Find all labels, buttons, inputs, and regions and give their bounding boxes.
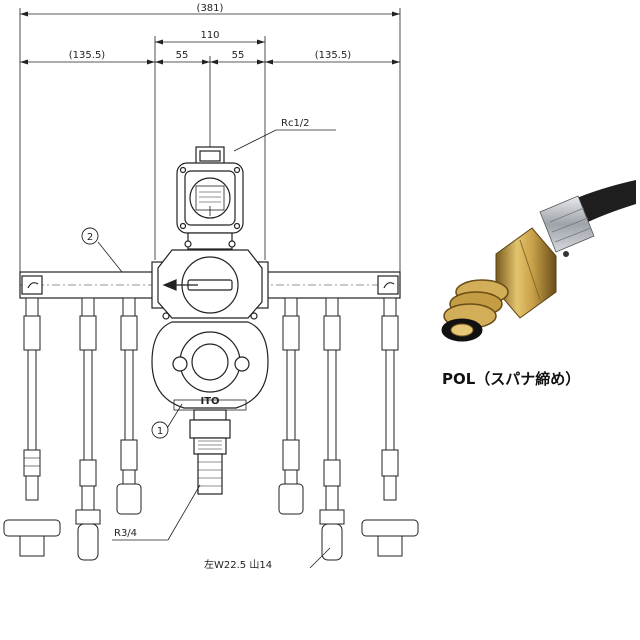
pol-fitting-photo <box>441 180 636 342</box>
dim-left-side: (135.5) <box>69 50 106 61</box>
dim-overall: (381) <box>197 3 224 14</box>
outlet-thread-label: 左W22.5 山14 <box>204 558 272 571</box>
dim-half-left: 55 <box>176 50 189 61</box>
dimension-arrows <box>20 11 400 65</box>
bottom-port-label: R3/4 <box>114 528 137 539</box>
dim-center: 110 <box>200 30 219 41</box>
pol-caption: POL（スパナ締め） <box>442 370 580 388</box>
regulator-body <box>151 146 269 495</box>
dim-half-right: 55 <box>232 50 245 61</box>
leader-lines <box>97 129 336 569</box>
callout-1-circle <box>151 421 169 439</box>
top-port-label: Rc1/2 <box>281 118 310 129</box>
callout-2-circle <box>81 227 99 245</box>
brand-mark: ITO <box>200 396 219 407</box>
dim-right-side: (135.5) <box>315 50 352 61</box>
callout-2-label: 2 <box>87 232 93 243</box>
hoses-left <box>3 297 142 561</box>
hoses-right <box>278 297 419 561</box>
callout-1-label: 1 <box>157 426 163 437</box>
